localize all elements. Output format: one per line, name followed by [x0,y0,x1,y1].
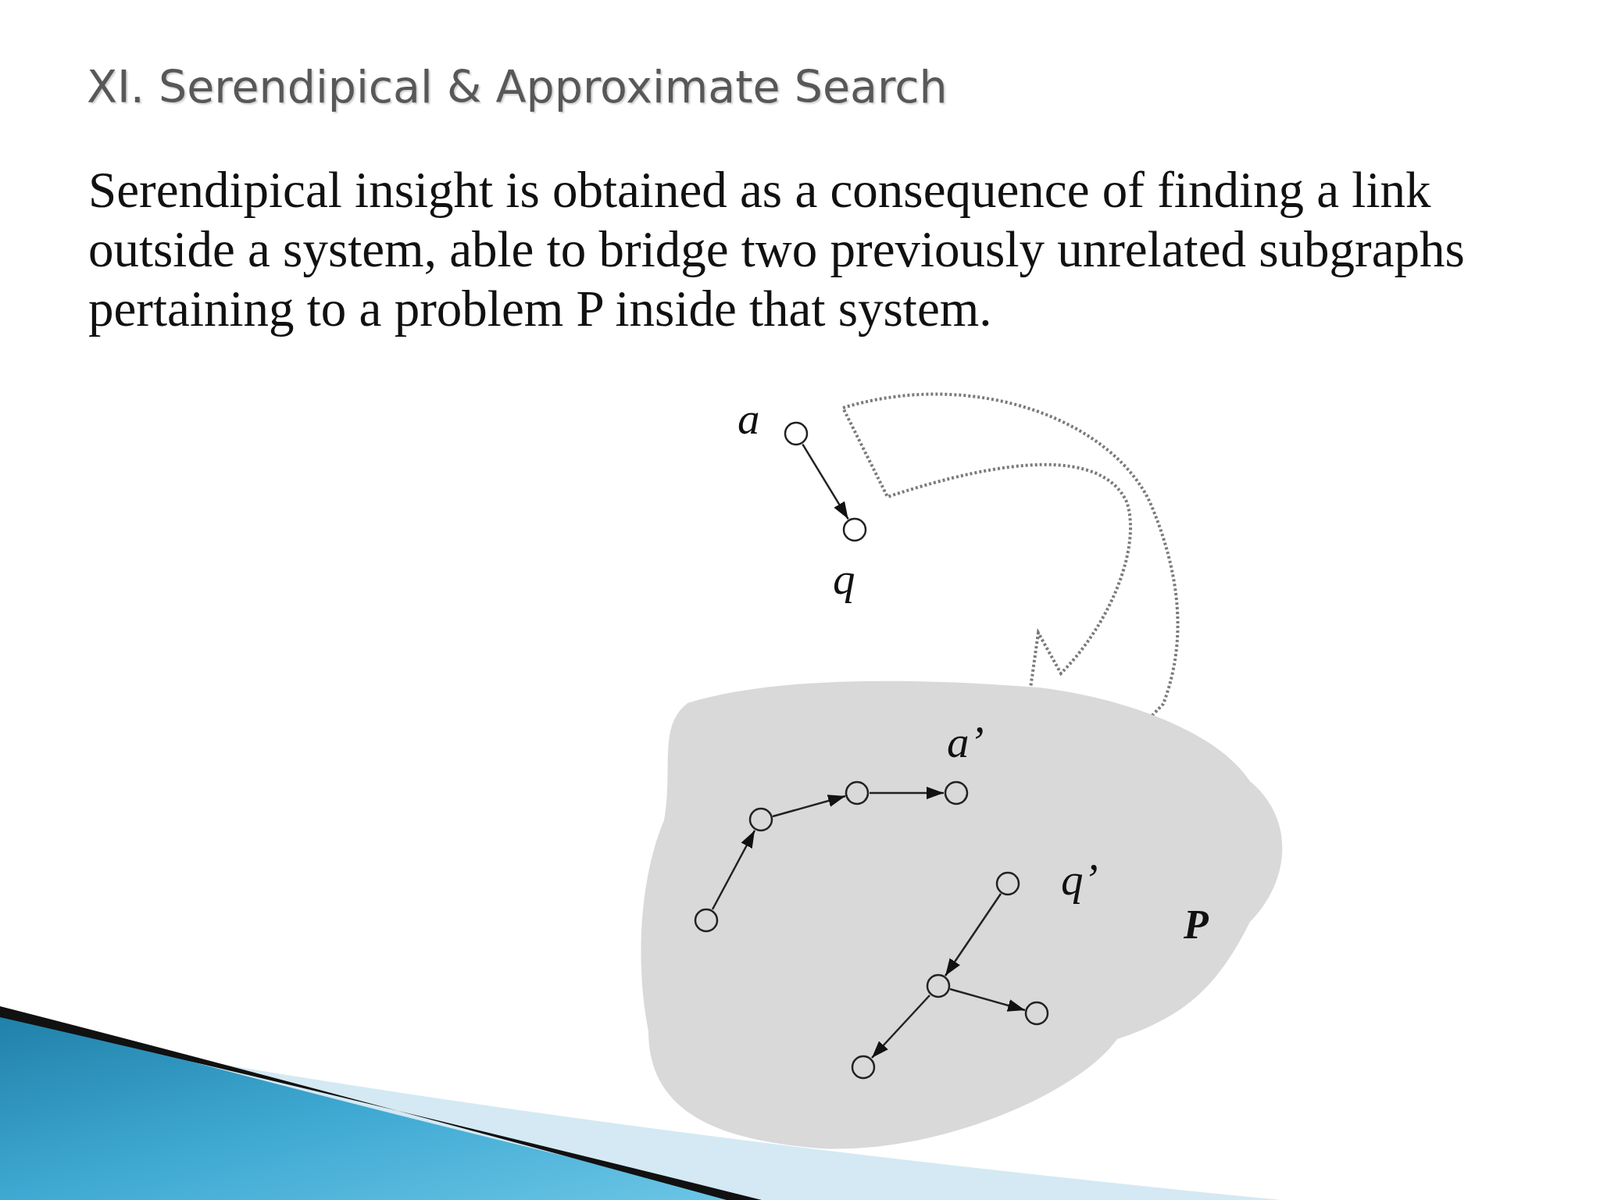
graph-vertex [750,808,772,831]
vertex-outline [996,872,1019,895]
graph-arc [772,796,846,817]
graph-arc [802,444,848,520]
graph-vertex [927,975,950,997]
vertex-label: q’ [1060,857,1098,902]
graph-arc [950,989,1025,1011]
vertex-label: a [737,396,761,441]
region-label: P [1183,904,1209,946]
vertex-outline [785,422,808,445]
body-text: Serendipical insight is obtained as a co… [88,160,1573,339]
vertex-circle [783,421,809,447]
graph-vertex [695,909,718,932]
graph-vertex-node: q’ [995,871,1021,897]
problem-region: Pa’ q’ [637,671,1294,1157]
vertex-outline [945,782,968,804]
vertex-circle [995,871,1021,897]
slide-title: XI. Serendipical & Approximate Search [86,60,948,113]
graph-vertex-node: q [842,517,868,543]
vertex-label: q [832,556,856,601]
vertex-circle [943,780,969,806]
problem-region-fill [640,681,1283,1150]
graph-vertex [1025,1002,1048,1025]
graph-vertex [852,1056,875,1079]
graph-vertex-node: a [783,421,809,447]
graph-arc [945,893,1001,976]
vertex-outline [843,518,866,541]
graph-vertex-node: a’ [943,780,969,806]
vertex-label: a’ [946,719,984,765]
vertex-circle [842,517,868,543]
swoosh-dark [0,1006,762,1200]
graph-arc [871,995,930,1058]
graph-arc [869,792,944,795]
graph-vertex [846,782,868,804]
graph-arc [712,830,755,910]
